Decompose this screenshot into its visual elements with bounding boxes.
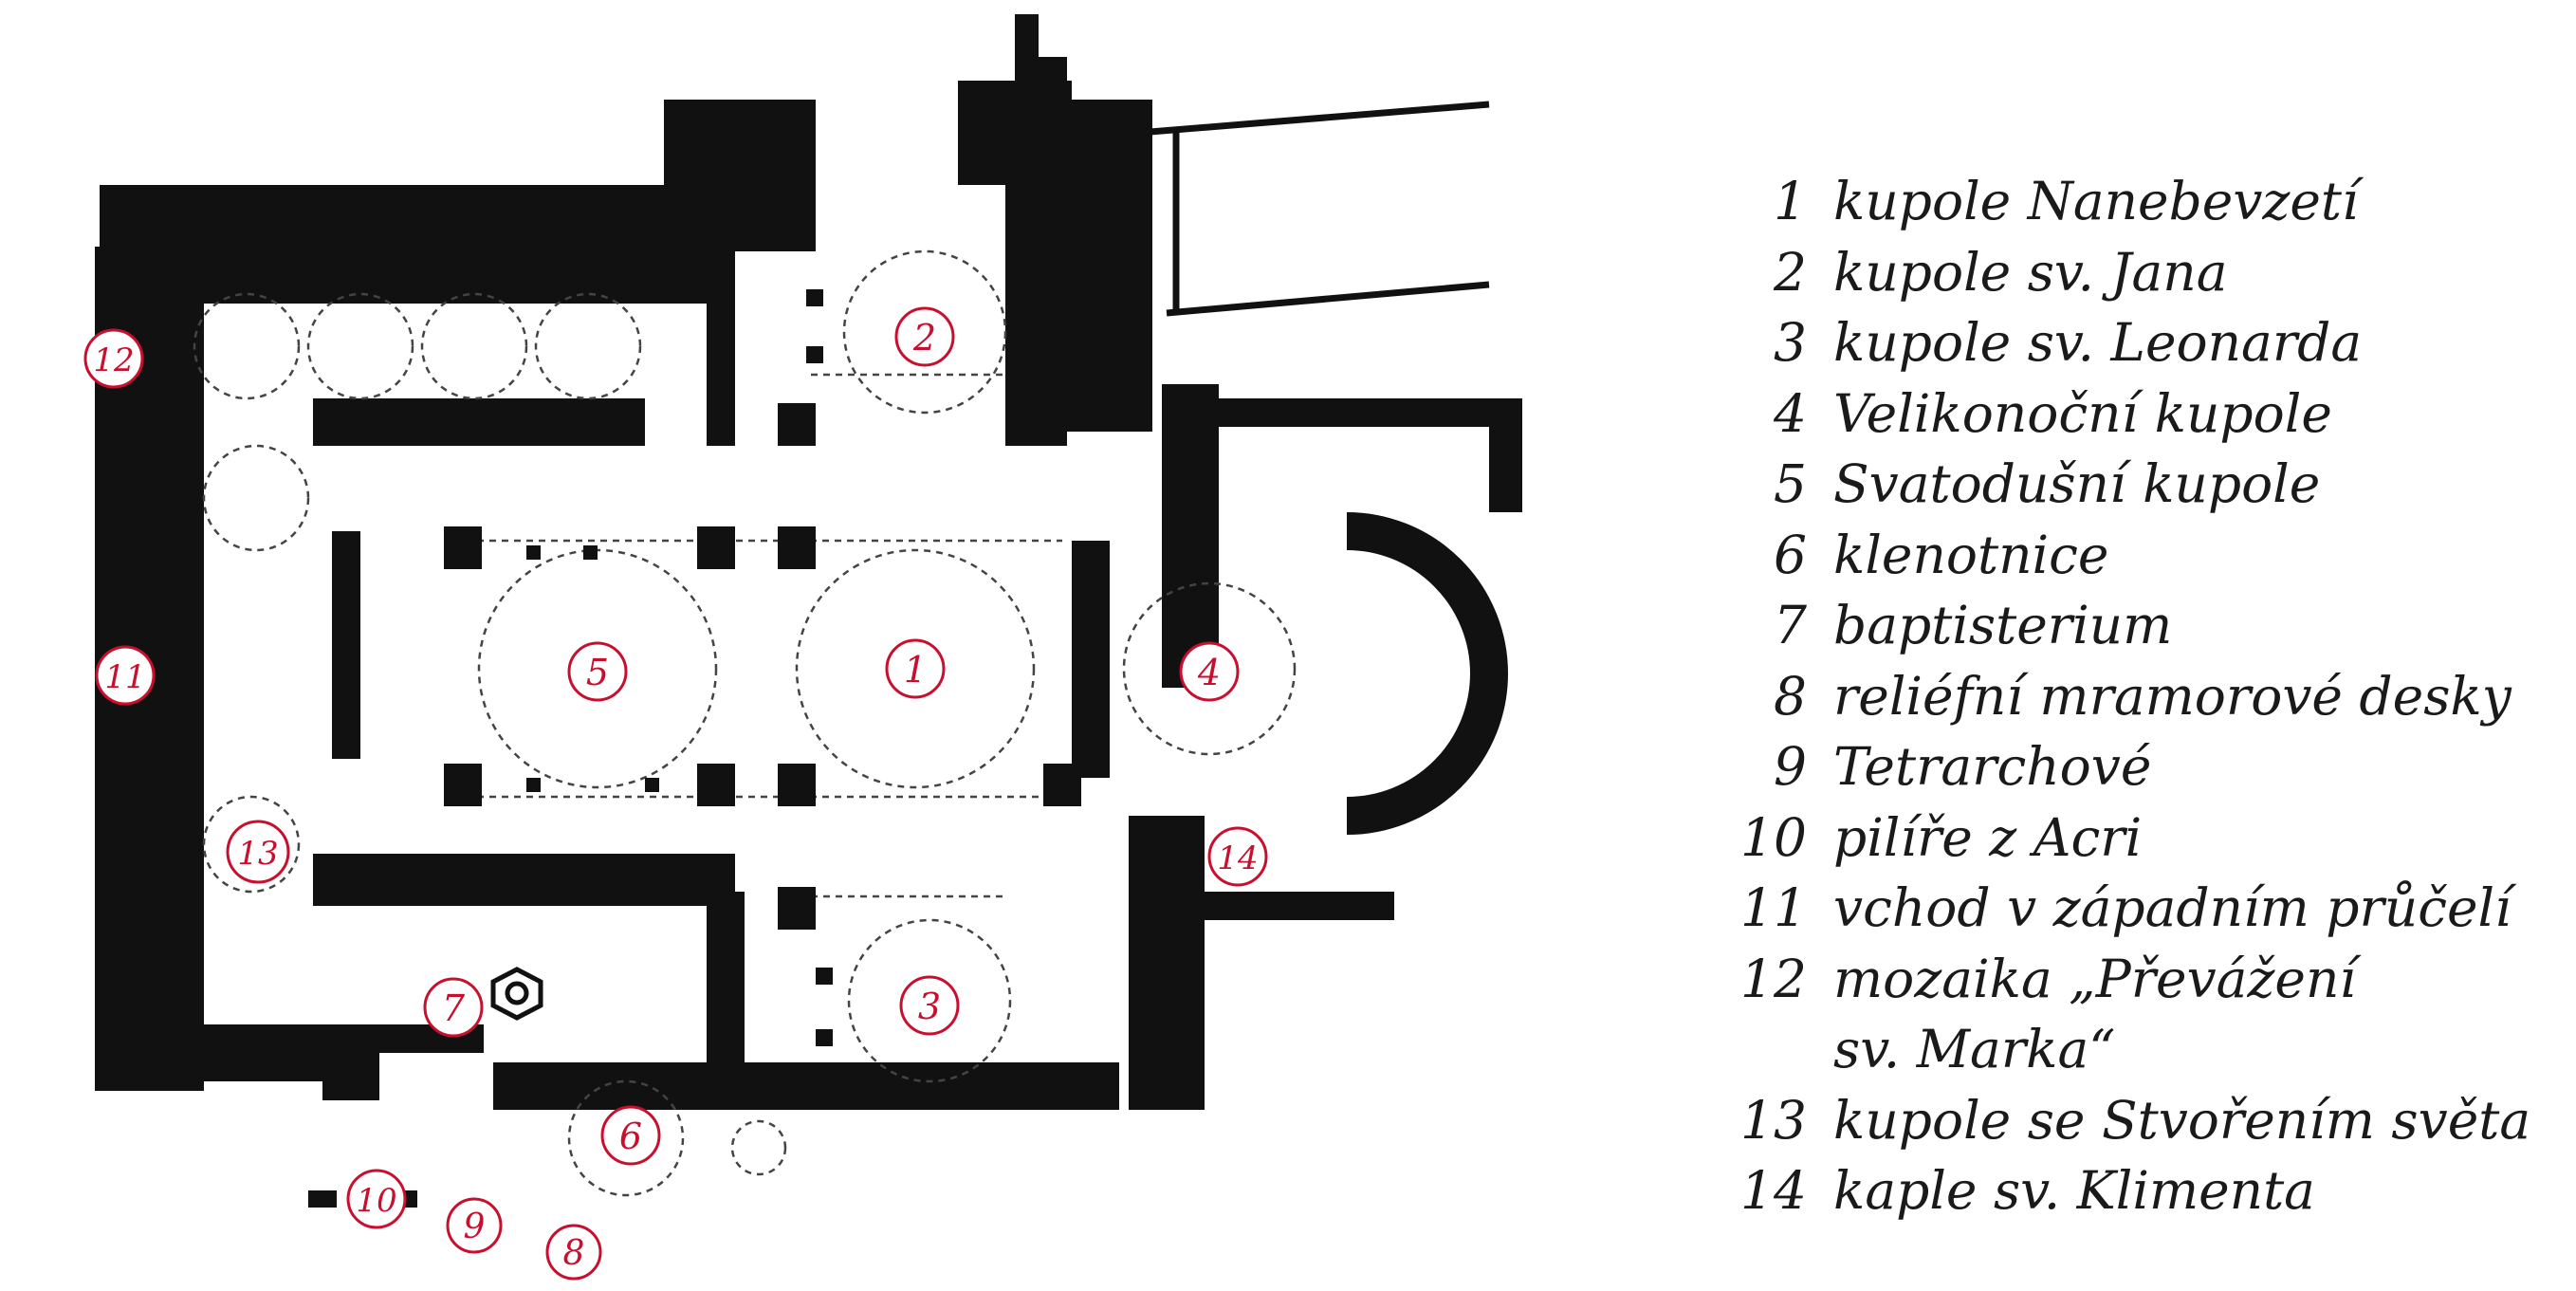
apse-curve (1346, 512, 1508, 835)
legend-item-12: 12 mozaika „Převážení (1712, 944, 2566, 1015)
marker-6: 6 (600, 1105, 661, 1166)
legend-label: Tetrarchové (1833, 736, 2152, 797)
legend-number: 7 (1774, 595, 1807, 655)
legend-item-13: 13 kupole se Stvořením světa (1712, 1085, 2566, 1156)
legend-number: 6 (1774, 524, 1807, 585)
legend-label: kaple sv. Klimenta (1833, 1160, 2315, 1221)
legend-number: 14 (1740, 1160, 1807, 1221)
legend-item-1: 1 kupole Nanebevzetí (1712, 166, 2566, 237)
svg-text:1: 1 (904, 649, 927, 691)
legend: 1 kupole Nanebevzetí 2 kupole sv. Jana 3 ku… (1712, 166, 2566, 1226)
marker-8: 8 (545, 1224, 602, 1281)
site-markers: 1 2 3 4 5 6 7 8 (83, 306, 1268, 1281)
legend-item-12-cont: sv. Marka“ (1712, 1014, 2566, 1085)
marker-7: 7 (423, 977, 484, 1038)
narthex-domes (208, 236, 684, 304)
legend-item-8: 8 reliéfní mramorové desky (1712, 661, 2566, 732)
legend-label: sv. Marka“ (1833, 1019, 2116, 1079)
marker-11: 11 (95, 645, 156, 706)
svg-text:13: 13 (237, 835, 278, 873)
baptistery-font (490, 967, 543, 1021)
legend-label: mozaika „Převážení (1833, 948, 2356, 1009)
marker-10: 10 (346, 1169, 407, 1229)
svg-text:8: 8 (563, 1234, 585, 1273)
marker-3: 3 (899, 975, 960, 1036)
svg-text:2: 2 (912, 317, 936, 359)
legend-item-4: 4 Velikonoční kupole (1712, 378, 2566, 450)
legend-number: 2 (1774, 241, 1807, 303)
legend-number: 3 (1774, 312, 1807, 373)
legend-label: kupole sv. Leonarda (1833, 312, 2363, 373)
svg-text:12: 12 (93, 341, 134, 379)
legend-label: kupole se Stvořením světa (1833, 1089, 2531, 1151)
legend-label: Velikonoční kupole (1833, 382, 2332, 444)
legend-item-10: 10 pilíře z Acri (1712, 802, 2566, 874)
svg-text:14: 14 (1217, 839, 1258, 877)
piers (308, 289, 1081, 1208)
legend-item-3: 3 kupole sv. Leonarda (1712, 307, 2566, 378)
legend-number: 4 (1774, 382, 1807, 444)
svg-text:9: 9 (464, 1208, 486, 1246)
legend-number: 5 (1774, 453, 1807, 514)
floor-plan: 1 2 3 4 5 6 7 8 (83, 14, 1522, 1281)
marker-1: 1 (885, 638, 946, 699)
legend-item-6: 6 klenotnice (1712, 520, 2566, 591)
svg-text:10: 10 (356, 1182, 396, 1220)
legend-number: 12 (1740, 948, 1807, 1009)
legend-label: Svatodušní kupole (1833, 453, 2321, 514)
legend-item-11: 11 vchod v západním průčelí (1712, 873, 2566, 944)
marker-2: 2 (894, 306, 955, 367)
legend-label: klenotnice (1833, 524, 2109, 585)
legend-label: reliéfní mramorové desky (1833, 665, 2512, 727)
svg-text:3: 3 (918, 986, 941, 1027)
east-annex (1137, 101, 1490, 317)
legend-label: kupole sv. Jana (1833, 241, 2228, 303)
svg-text:11: 11 (104, 658, 145, 696)
marker-12: 12 (83, 328, 144, 389)
marker-9: 9 (446, 1197, 503, 1254)
legend-item-2: 2 kupole sv. Jana (1712, 237, 2566, 308)
svg-text:5: 5 (586, 652, 609, 693)
marker-4: 4 (1179, 641, 1240, 702)
legend-item-14: 14 kaple sv. Klimenta (1712, 1155, 2566, 1226)
svg-text:4: 4 (1197, 652, 1221, 693)
legend-label: baptisterium (1833, 595, 2173, 655)
legend-number: 10 (1740, 806, 1807, 868)
legend-number: 9 (1774, 736, 1807, 797)
legend-number: 11 (1740, 877, 1807, 938)
legend-item-9: 9 Tetrarchové (1712, 731, 2566, 802)
legend-label: pilíře z Acri (1833, 806, 2143, 868)
svg-text:6: 6 (619, 1116, 642, 1157)
legend-label: vchod v západním průčelí (1833, 877, 2512, 938)
legend-number: 13 (1740, 1089, 1807, 1151)
marker-13: 13 (226, 820, 290, 884)
marker-14: 14 (1207, 826, 1268, 887)
legend-item-7: 7 baptisterium (1712, 590, 2566, 661)
svg-text:7: 7 (442, 987, 466, 1029)
legend-number: 1 (1774, 171, 1807, 231)
marker-5: 5 (567, 641, 628, 702)
legend-item-5: 5 Svatodušní kupole (1712, 449, 2566, 520)
legend-number (1712, 1014, 1833, 1085)
legend-number: 8 (1774, 665, 1807, 727)
legend-label: kupole Nanebevzetí (1833, 171, 2359, 231)
